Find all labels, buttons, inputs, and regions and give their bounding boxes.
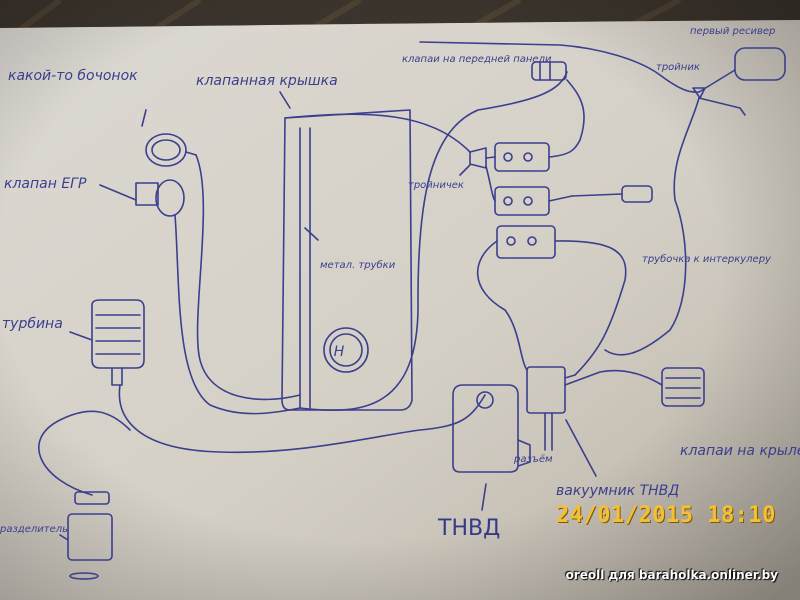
- front-valve-2-port: [523, 196, 533, 206]
- tnvd-side: [517, 439, 531, 467]
- egr-valve-disc: [155, 179, 185, 217]
- label-tap: разъём: [513, 454, 553, 465]
- hose-tee-to-wing: [604, 97, 700, 356]
- label-barrel: какой-то бочонок: [8, 68, 138, 84]
- metal-tubes-pointer: [304, 227, 319, 241]
- hose-cover-to-tee: [284, 113, 471, 153]
- front-valve-2-port: [503, 196, 513, 206]
- hose-tee-right: [698, 97, 746, 116]
- tee-middle-pointer: [459, 164, 471, 176]
- separator-body: [67, 513, 113, 561]
- oil-cap-ring: [323, 327, 369, 373]
- label-valve-cover: клапанная крышка: [196, 73, 338, 89]
- plug-top: [531, 61, 567, 81]
- hose-turbine-to-tnvd: [118, 384, 486, 454]
- valve-cover-pointer: [279, 91, 291, 109]
- oil-cap-h: H: [334, 344, 345, 360]
- hose-valve3-left: [476, 240, 528, 371]
- hose-valve1-out: [548, 79, 585, 158]
- oil-cap-inner: [329, 333, 363, 367]
- egr-pointer: [99, 184, 137, 201]
- separator-foot: [69, 572, 99, 580]
- label-turbine: турбина: [2, 316, 63, 332]
- turbine-outlet: [111, 367, 123, 386]
- label-vacuum: вакуумник ТНВД: [556, 483, 679, 499]
- separator-pointer: [59, 534, 69, 541]
- barrel-inner: [151, 139, 181, 161]
- camera-timestamp: 24/01/2015 18:10: [556, 503, 776, 528]
- barrel-pointer: [141, 109, 147, 127]
- tee-top: [692, 87, 706, 99]
- hose-vacuum-down: [544, 412, 553, 451]
- receiver-top-right: [734, 47, 786, 81]
- front-valve-3: [496, 225, 556, 259]
- label-separator: разделитель: [0, 524, 68, 535]
- hose-egr: [174, 214, 301, 415]
- hose-valve3-to-vacuum: [554, 240, 627, 379]
- label-tnvd: ТНВД: [437, 516, 500, 541]
- label-tee-middle: тройничек: [408, 180, 464, 191]
- separator-cap: [74, 491, 110, 505]
- label-metal-tubes: метал. трубки: [320, 259, 396, 271]
- metal-tubes-lines: [299, 127, 311, 409]
- barrel-nipple: [185, 151, 197, 156]
- hose-barrel: [195, 154, 301, 401]
- turbine-body: [91, 299, 145, 369]
- wing-valve: [661, 367, 705, 407]
- hose-tee-valve2: [485, 165, 496, 202]
- turbine-pointer: [69, 331, 93, 341]
- label-tee-top: тройник: [656, 62, 700, 73]
- front-valve-1-port: [523, 152, 533, 162]
- hose-tee-receiver: [698, 69, 736, 93]
- tnvd-pointer: [481, 483, 487, 511]
- vacuum-pointer: [565, 419, 597, 477]
- hose-separator: [38, 410, 131, 496]
- label-receiver: первый ресивер: [690, 26, 775, 37]
- egr-valve-body: [135, 182, 159, 206]
- front-valve-3-port: [527, 236, 537, 246]
- label-front-valves: клапаи на передней панели: [402, 54, 552, 65]
- hose-valve2-out: [548, 195, 573, 202]
- valve-cover-outline: [281, 109, 413, 411]
- tnvd-body: [452, 384, 519, 473]
- label-wing-valve: клапаи на крыле: [680, 443, 800, 459]
- intercooler-hose: [571, 193, 623, 197]
- barrel-shape: [145, 133, 187, 167]
- watermark-text: oreoll для baraholka.onliner.by: [565, 568, 778, 582]
- hose-vacuum-wing: [564, 369, 663, 386]
- vacuum-pump: [526, 366, 566, 414]
- hose-tee-valve1: [485, 156, 496, 159]
- hose-top-long: [419, 41, 700, 93]
- hose-cover-loop: [299, 71, 568, 412]
- front-valve-1-port: [503, 152, 513, 162]
- label-egr: клапан ЕГР: [4, 176, 87, 192]
- tnvd-port: [476, 391, 494, 409]
- label-intercooler-tube: трубочка к интеркулеру: [642, 253, 772, 265]
- front-valve-3-port: [506, 236, 516, 246]
